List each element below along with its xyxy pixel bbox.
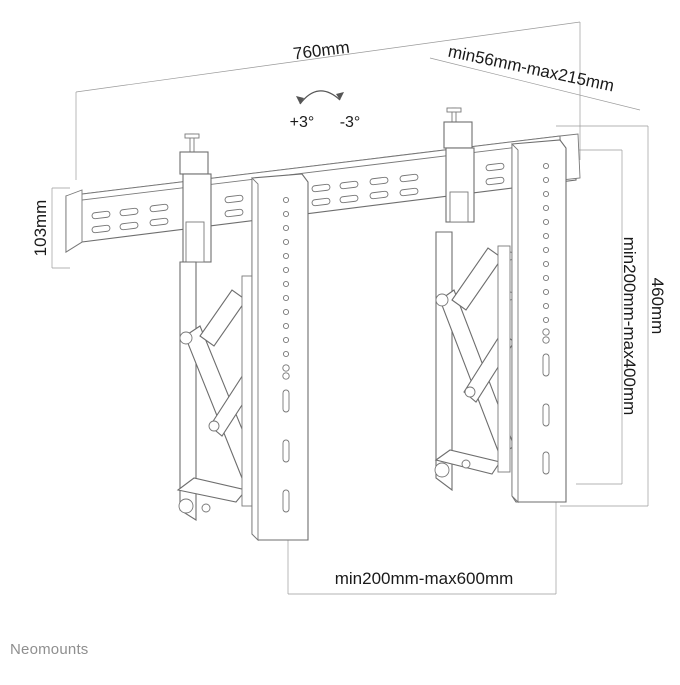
left-arm-assembly bbox=[176, 133, 263, 521]
vertical-pattern-label: min200mm-max400mm bbox=[620, 237, 639, 416]
left-display-bracket bbox=[251, 173, 309, 542]
rail-height-label: 103mm bbox=[31, 200, 50, 257]
horizontal-pattern-label: min200mm-max600mm bbox=[335, 569, 514, 588]
brand-logo: Neomounts bbox=[10, 641, 89, 658]
tilt-up-label: +3° bbox=[290, 114, 315, 131]
height-label: 460mm bbox=[648, 278, 667, 335]
right-arm-assembly bbox=[434, 107, 515, 492]
dimension-guides bbox=[51, 21, 649, 595]
right-display-bracket bbox=[511, 139, 567, 504]
wall-rail bbox=[65, 133, 581, 253]
rail-width-label: 760mm bbox=[292, 38, 351, 64]
tilt-down-label: -3° bbox=[340, 114, 361, 131]
tilt-arrows-icon bbox=[296, 90, 344, 105]
